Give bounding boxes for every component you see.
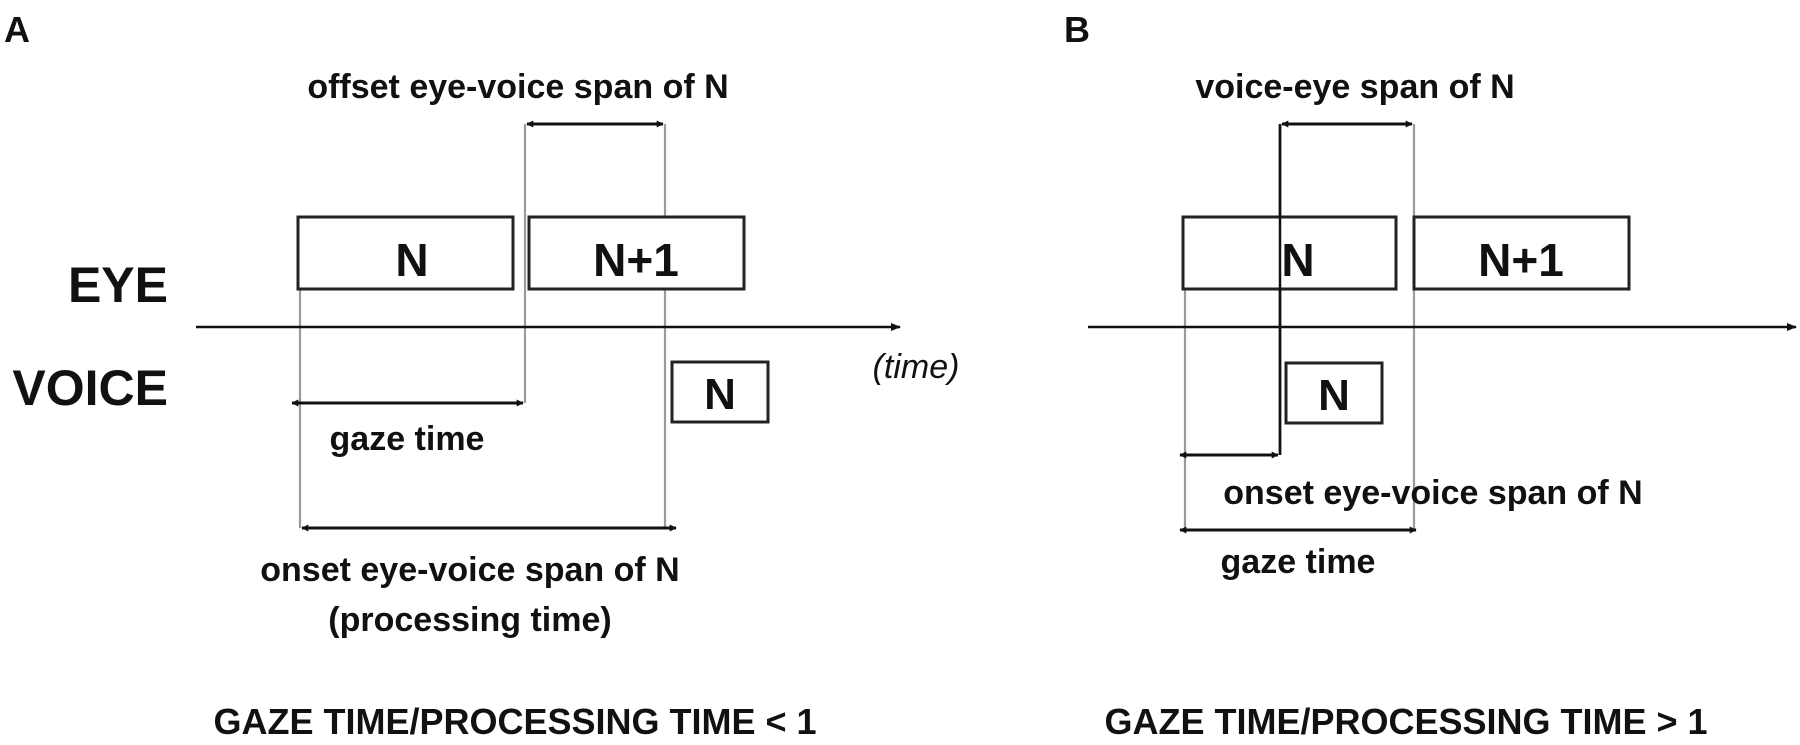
panel-b-letter: B [1064,9,1090,50]
panel-a: A offset eye-voice span of N N N+1 EYE V… [4,9,959,742]
panel-b: B voice-eye span of N N N+1 N onset eye-… [1064,9,1797,742]
onset-span-label-line1: onset eye-voice span of N [260,551,679,589]
gaze-time-label: gaze time [330,420,485,458]
eye-box-n-plus-1-label: N+1 [593,234,679,286]
eye-box-n-b [1181,215,1398,291]
eye-box-n-plus-1 [527,215,746,291]
gaze-time-label-b: gaze time [1221,543,1376,581]
eye-box-n [296,215,515,291]
panel-a-caption: GAZE TIME/PROCESSING TIME < 1 [213,701,816,742]
onset-span-label-line2: (processing time) [328,601,611,639]
panel-a-letter: A [4,9,30,50]
voice-box-n-b-label: N [1318,371,1350,420]
voice-eye-span-label: voice-eye span of N [1195,68,1514,106]
time-axis-label: (time) [873,348,960,386]
eye-box-n-plus-1-b [1412,215,1631,291]
eye-box-n-plus-1-b-label: N+1 [1478,234,1564,286]
onset-span-label-b: onset eye-voice span of N [1223,474,1642,512]
voice-box-n-label: N [704,370,736,419]
row-label-voice: VOICE [12,360,168,416]
eye-box-n-b-label: N [1281,234,1314,286]
row-label-eye: EYE [68,257,168,313]
offset-span-label: offset eye-voice span of N [307,68,728,106]
panel-b-caption: GAZE TIME/PROCESSING TIME > 1 [1104,701,1707,742]
voice-box-n-b [1284,361,1384,425]
voice-box-n [670,360,770,424]
eye-box-n-label: N [395,234,428,286]
